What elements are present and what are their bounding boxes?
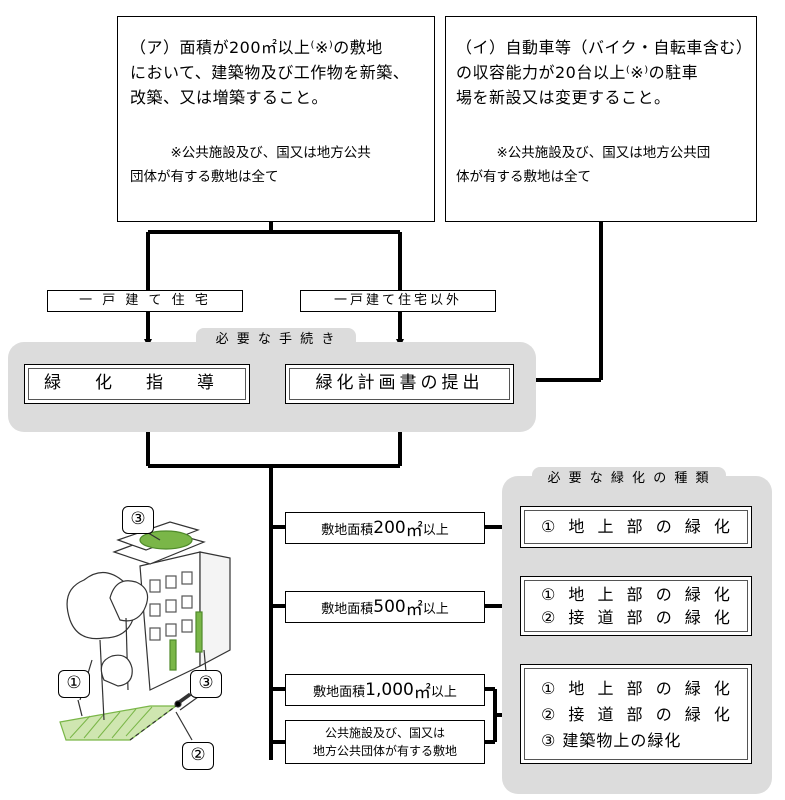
plan-submission-box: 緑化計画書の提出 (285, 364, 514, 404)
marker-road-2: ② (182, 742, 214, 770)
result-2-line-1: ① 地 上 部 の 緑 化 (541, 585, 734, 604)
site-area-500-box: 敷地面積 500 ㎡ 以上 (285, 591, 485, 623)
site-area-value: 200 (373, 518, 406, 538)
condition-a-note: ※公共施設及び、国又は地方公共 団体が有する敷地は全て (130, 145, 371, 185)
procedures-header: 必 要 な 手 続 き (196, 328, 356, 352)
site-area-post: 以上 (430, 684, 457, 700)
site-area-unit: ㎡ (405, 599, 423, 620)
guidance-box: 緑化指導 (24, 364, 250, 404)
site-area-200-box: 敷地面積 200 ㎡ 以上 (285, 512, 485, 544)
other-than-house-label: 一戸建て住宅以外 (300, 290, 496, 312)
site-area-value: 500 (373, 597, 406, 617)
site-area-pre: 敷地面積 (321, 601, 374, 617)
result-3-line-2: ② 接 道 部 の 緑 化 (541, 705, 734, 724)
greening-types-header: 必 要 な 緑 化 の 種 類 (532, 467, 726, 491)
condition-a-box: （ア）面積が200㎡以上⁽※⁾の敷地 において、建築物及び工作物を新築、 改築、… (117, 16, 435, 222)
condition-i-box: （イ）自動車等（バイク・自転車含む） の収容能力が20台以上⁽※⁾の駐車 場を新… (445, 16, 757, 222)
marker-ground-1: ① (58, 670, 90, 698)
site-area-post: 以上 (422, 522, 449, 538)
site-area-unit: ㎡ (405, 520, 423, 541)
marker-rooftop-3: ③ (122, 506, 154, 534)
site-area-unit: ㎡ (413, 682, 431, 703)
marker-wall-3: ③ (190, 670, 222, 698)
result-1-line-1: ① 地 上 部 の 緑 化 (541, 517, 734, 536)
public-facilities-box: 公共施設及び、国又は 地方公共団体が有する敷地 (285, 720, 485, 764)
condition-i-note: ※公共施設及び、国又は地方公共団 体が有する敷地は全て (456, 145, 711, 185)
guidance-label: 緑化指導 (44, 373, 248, 393)
site-area-post: 以上 (422, 601, 449, 617)
result-3-line-1: ① 地 上 部 の 緑 化 (541, 679, 734, 698)
greening-result-1: ① 地 上 部 の 緑 化 (520, 506, 752, 548)
site-area-pre: 敷地面積 (321, 522, 374, 538)
result-2-line-2: ② 接 道 部 の 緑 化 (541, 608, 734, 627)
site-area-pre: 敷地面積 (313, 684, 366, 700)
greening-result-3: ① 地 上 部 の 緑 化 ② 接 道 部 の 緑 化 ③ 建築物上の緑化 (520, 664, 752, 764)
condition-a-text: （ア）面積が200㎡以上⁽※⁾の敷地 において、建築物及び工作物を新築、 改築、… (130, 38, 410, 107)
site-area-1000-box: 敷地面積 1,000 ㎡ 以上 (285, 674, 485, 706)
single-house-label: 一 戸 建 て 住 宅 (47, 290, 243, 312)
plan-submission-label: 緑化計画書の提出 (315, 373, 484, 393)
condition-i-text: （イ）自動車等（バイク・自転車含む） の収容能力が20台以上⁽※⁾の駐車 場を新… (456, 38, 753, 107)
site-area-value: 1,000 (365, 680, 414, 700)
result-3-line-3: ③ 建築物上の緑化 (541, 731, 682, 750)
greening-result-2: ① 地 上 部 の 緑 化 ② 接 道 部 の 緑 化 (520, 576, 752, 636)
